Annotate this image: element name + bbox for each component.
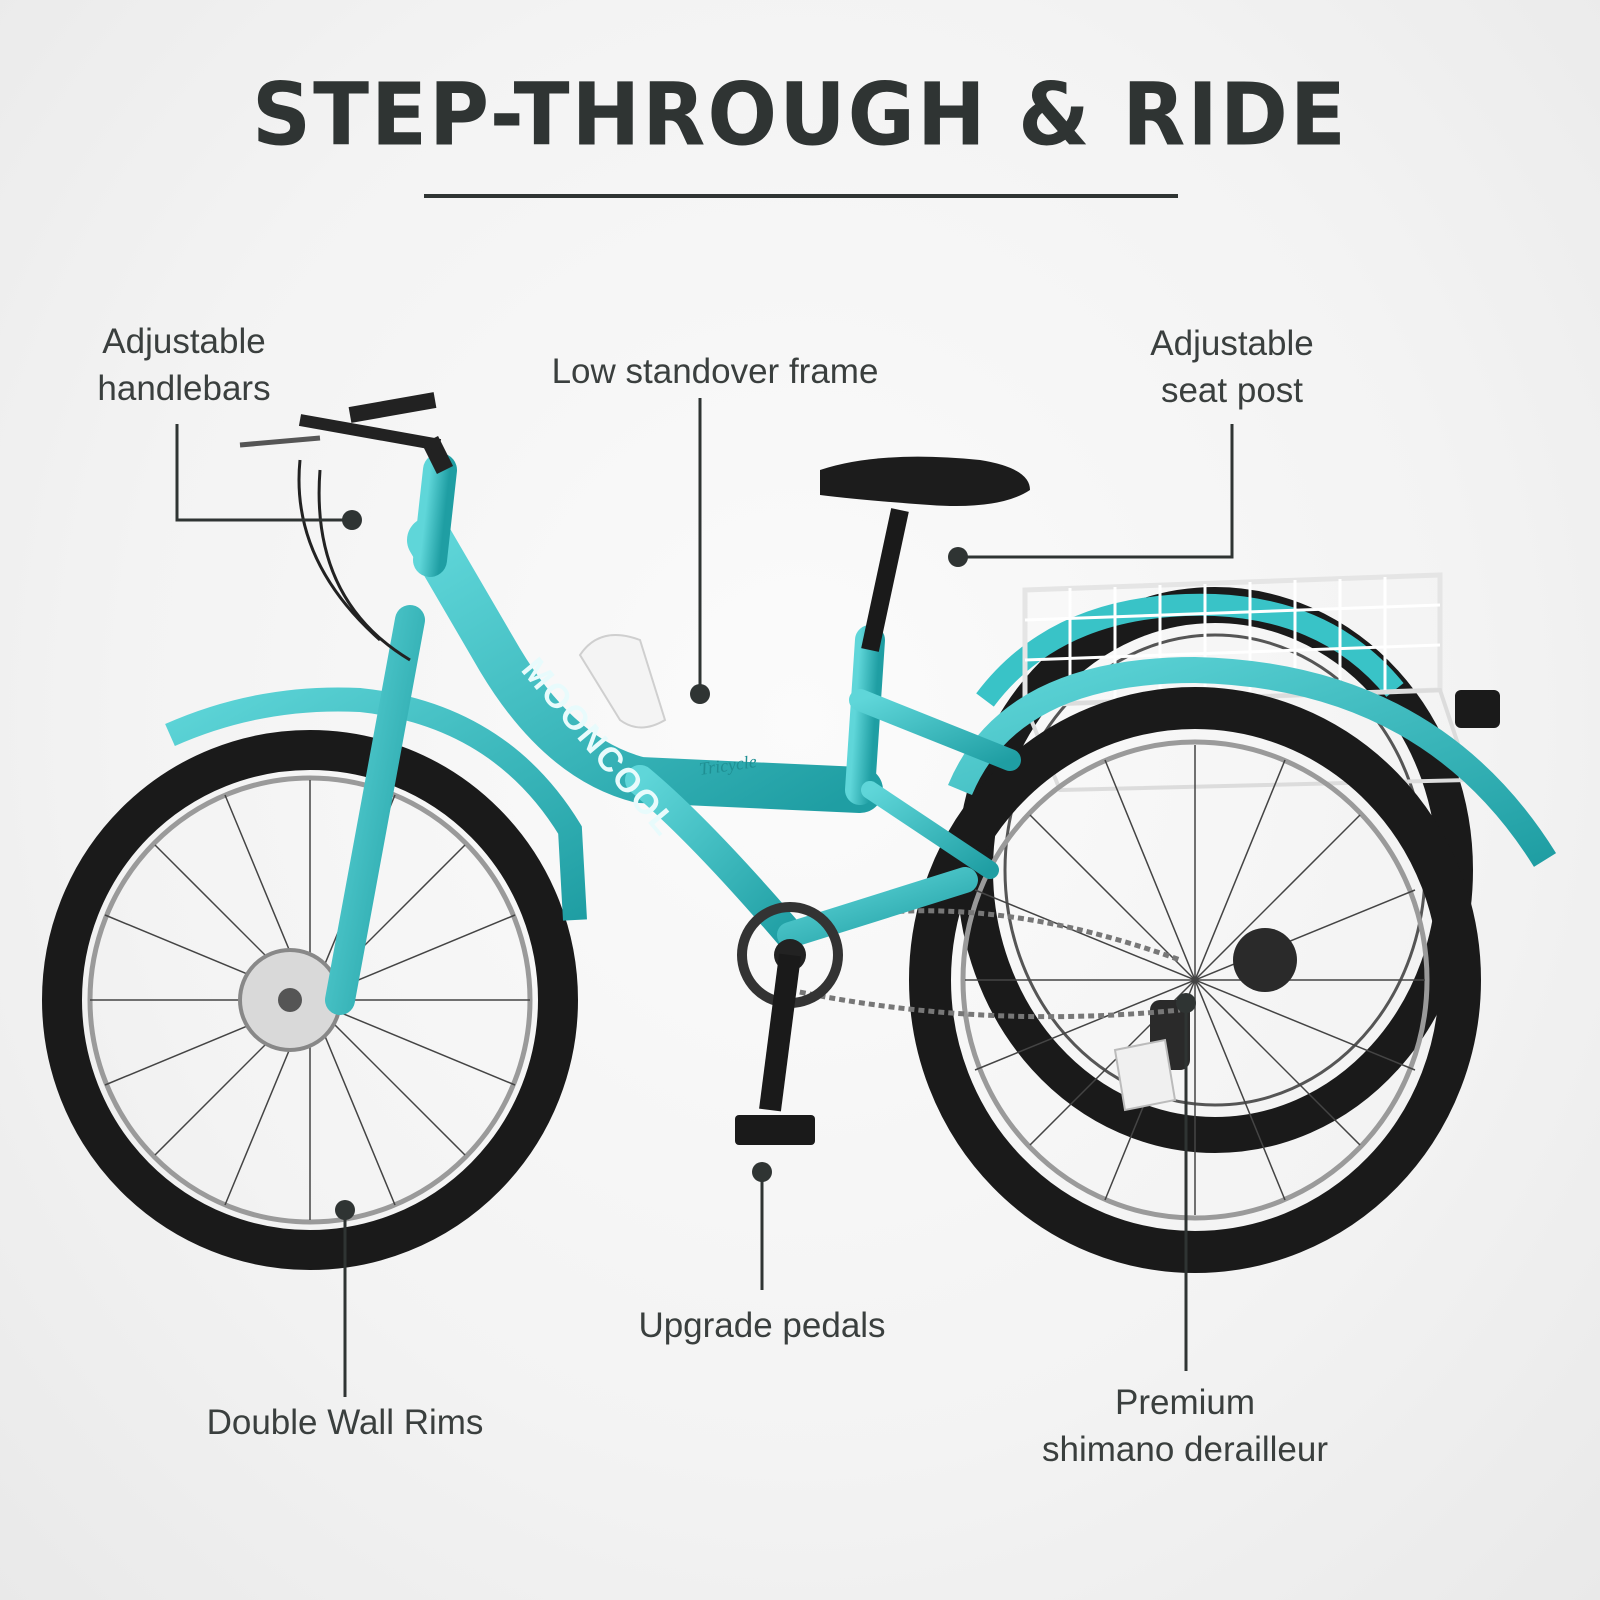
crankset — [735, 902, 843, 1145]
callout-handlebars-line1: Adjustable — [102, 322, 266, 361]
marker-handlebars — [342, 510, 362, 530]
rear-fender-far — [976, 593, 1404, 707]
rear-derailleur — [1113, 1000, 1190, 1112]
marker-rims — [335, 1200, 355, 1220]
callout-seat-post-line2: seat post — [1160, 371, 1304, 410]
callout-seat-post: Adjustable seat post — [1122, 320, 1342, 414]
marker-derailleur — [1176, 993, 1196, 1013]
callout-leaders — [175, 398, 1234, 1397]
callout-rims: Double Wall Rims — [206, 1403, 484, 1442]
callout-derailleur-line2: shimano derailleur — [1042, 1430, 1328, 1469]
callout-handlebars-line2: handlebars — [97, 369, 271, 408]
headline: STEP-THROUGH & RIDE — [252, 65, 1348, 166]
callout-seat-post-line1: Adjustable — [1150, 324, 1314, 363]
wire-basket — [1022, 572, 1473, 793]
callout-pedals: Upgrade pedals — [638, 1306, 886, 1345]
handlebar-assembly — [239, 392, 454, 662]
rear-wheel-near — [909, 687, 1481, 1273]
marker-pedals — [752, 1162, 772, 1182]
pedal — [735, 1115, 815, 1145]
rear-hub — [1233, 928, 1297, 992]
callout-handlebars: Adjustable handlebars — [84, 318, 284, 412]
bottle-cage — [578, 634, 667, 729]
front-fender — [165, 687, 587, 921]
headline-divider — [424, 194, 1178, 198]
marker-seat-post — [948, 547, 968, 567]
callout-derailleur: Premium shimano derailleur — [1010, 1379, 1360, 1473]
callout-markers — [335, 510, 1196, 1220]
rear-fender-near — [948, 656, 1557, 867]
front-wheel — [42, 730, 578, 1270]
seat-post — [861, 508, 909, 652]
rear-reflector — [1455, 690, 1500, 728]
callout-derailleur-line1: Premium — [1114, 1383, 1256, 1422]
marker-frame — [690, 684, 710, 704]
saddle — [820, 456, 1030, 506]
frame — [325, 453, 1021, 1015]
callout-frame: Low standover frame — [551, 352, 879, 391]
front-fork — [325, 605, 425, 1015]
